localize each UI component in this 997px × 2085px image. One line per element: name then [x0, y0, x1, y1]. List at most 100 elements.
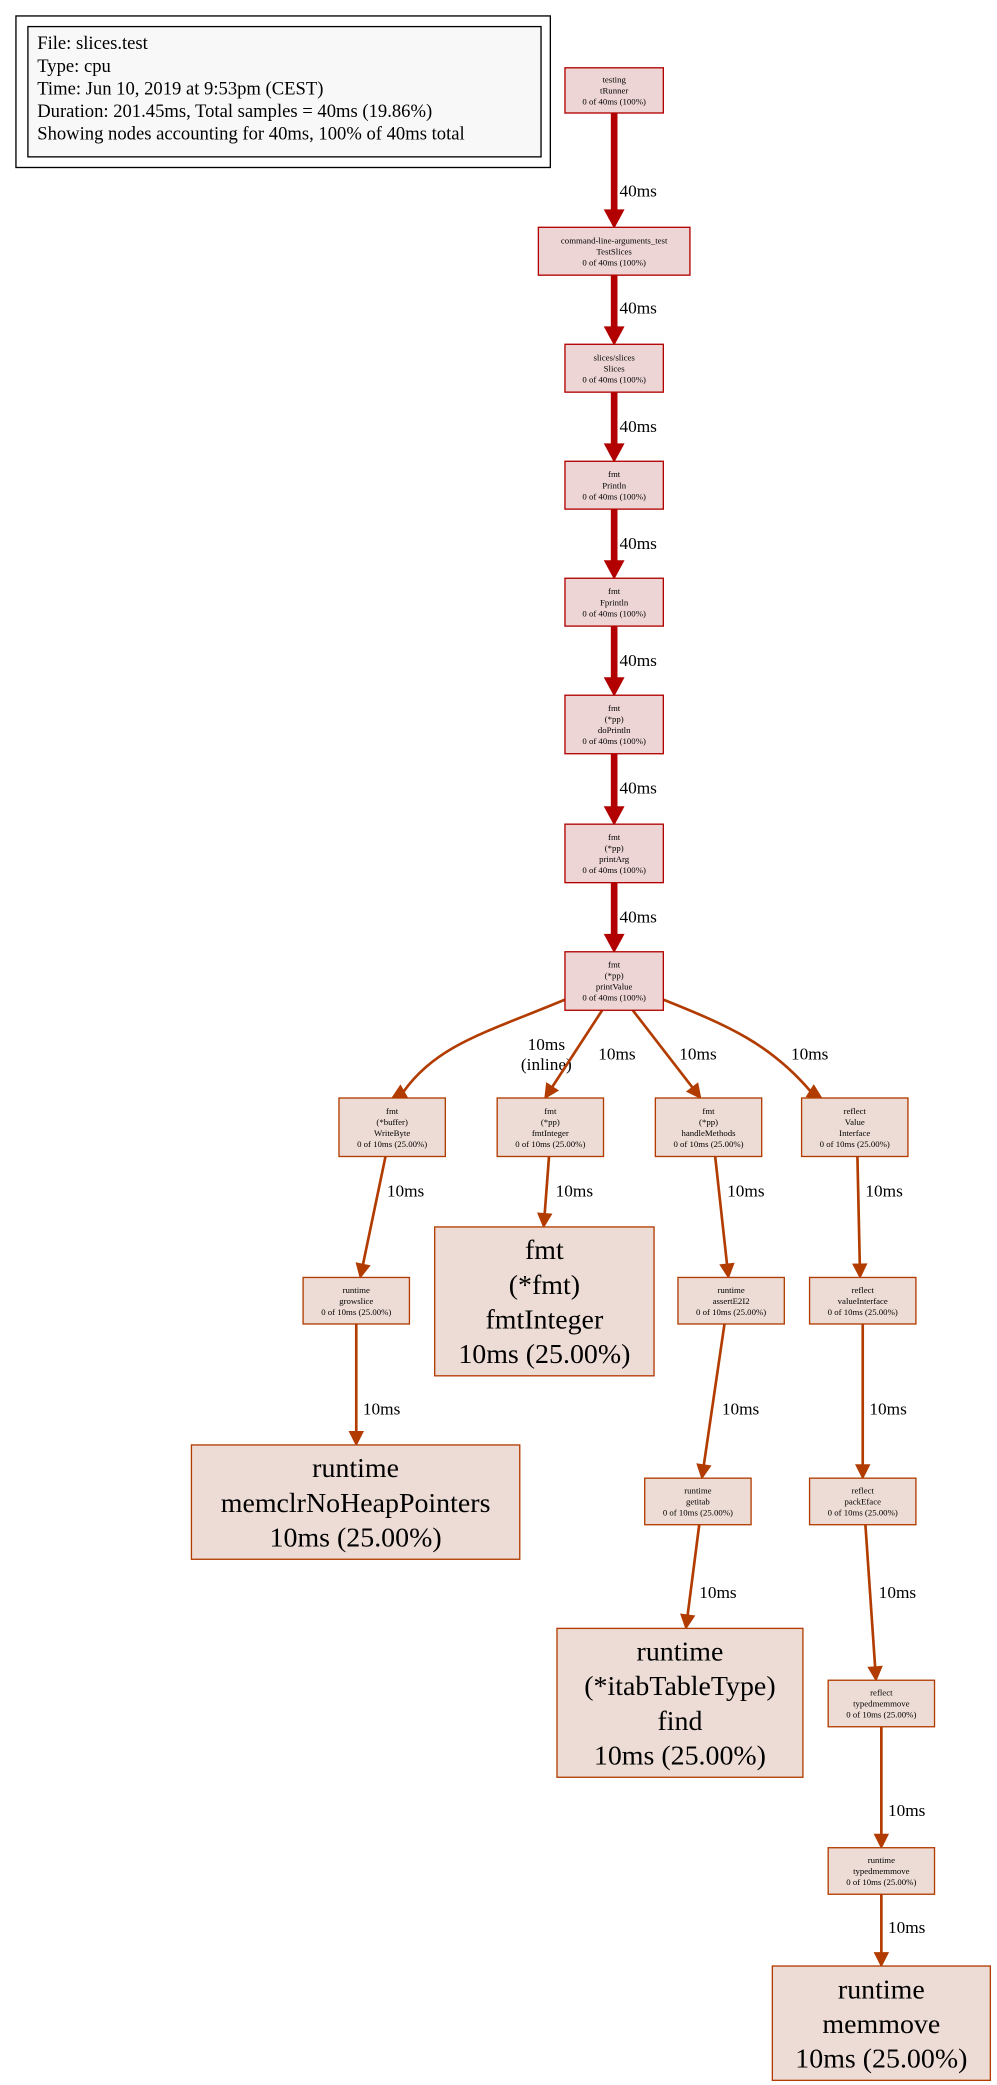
node-box	[556, 1627, 804, 1778]
node-box	[771, 1965, 992, 2082]
node-label: 0 of 10ms (25.00%)	[820, 1139, 890, 1149]
edge-label: (inline)	[521, 1055, 572, 1074]
edge-printArg-to-printValue: 40ms	[603, 882, 657, 954]
node-label: runtime	[637, 1637, 724, 1668]
node-label: 0 of 10ms (25.00%)	[846, 1710, 916, 1720]
node-label: 0 of 10ms (25.00%)	[828, 1307, 898, 1317]
node-label: 0 of 40ms (100%)	[582, 257, 646, 267]
legend-line: Time: Jun 10, 2019 at 9:53pm (CEST)	[37, 78, 323, 99]
edge-packEface-to-reflect_typedmemmove: 10ms	[864, 1524, 917, 1682]
node-label: (*itabTableType)	[584, 1671, 775, 1702]
arrowhead-icon	[867, 1665, 883, 1682]
node-label: 0 of 10ms (25.00%)	[673, 1139, 743, 1149]
edge-label: 10ms	[556, 1181, 594, 1200]
node-label: 0 of 10ms (25.00%)	[515, 1139, 585, 1149]
node-box	[496, 1097, 605, 1158]
node-label: (*pp)	[605, 971, 624, 981]
arrowhead-icon	[603, 806, 625, 826]
arrowhead-icon	[603, 443, 625, 463]
node-label: 10ms (25.00%)	[458, 1339, 630, 1370]
arrowhead-icon	[685, 1082, 702, 1100]
arrowhead-icon	[603, 209, 625, 229]
node-box	[564, 823, 665, 884]
node-box	[302, 1276, 411, 1325]
edge-label: 10ms	[699, 1583, 737, 1602]
node-box	[338, 1097, 446, 1158]
node-label: (*buffer)	[376, 1117, 408, 1127]
node-label: fmt	[608, 586, 621, 596]
node-box	[537, 226, 691, 276]
edge-TestSlices-to-Slices: 40ms	[603, 275, 657, 346]
node-label: Interface	[839, 1128, 870, 1138]
node-label: TestSlices	[596, 246, 632, 256]
edge-label: 10ms	[879, 1583, 917, 1602]
edge-valueInterface-to-packEface: 10ms	[855, 1323, 907, 1480]
node-box	[564, 694, 665, 755]
node-label: (*pp)	[605, 843, 624, 853]
node-label: typedmemmove	[853, 1866, 910, 1876]
node-label: 0 of 40ms (100%)	[582, 993, 646, 1003]
node-label: fmt	[525, 1235, 564, 1266]
edge-label: 40ms	[619, 417, 657, 436]
arrowhead-icon	[805, 1084, 823, 1099]
edge-label: 10ms	[791, 1044, 829, 1063]
legend-line: Duration: 201.45ms, Total samples = 40ms…	[37, 101, 432, 122]
arrowhead-icon	[603, 933, 625, 954]
node-label: Fprintln	[600, 597, 629, 607]
edge-label: 40ms	[619, 534, 657, 553]
edge-handleMethods-to-assertE2I2: 10ms	[713, 1156, 765, 1279]
arrowhead-icon	[603, 677, 625, 697]
edge-line	[702, 1323, 726, 1466]
node-label: find	[657, 1706, 702, 1737]
node-label: 0 of 10ms (25.00%)	[696, 1307, 766, 1317]
node-label: 0 of 40ms (100%)	[582, 865, 646, 875]
node-box	[434, 1226, 655, 1377]
arrowhead-icon	[603, 560, 625, 580]
node-label: 0 of 10ms (25.00%)	[357, 1139, 427, 1149]
edge-printValue-to-handleMethods: 10ms	[631, 1009, 717, 1100]
edge-ValueInterface-to-valueInterface: 10ms	[852, 1156, 903, 1279]
legend-line: File: slices.test	[37, 33, 148, 54]
edge-line	[543, 1156, 551, 1214]
node-box	[564, 460, 665, 510]
node-box	[827, 1679, 936, 1728]
node-label: runtime	[718, 1285, 745, 1295]
node-box	[808, 1477, 917, 1526]
node-label: typedmemmove	[853, 1699, 910, 1709]
node-label: growslice	[339, 1296, 373, 1306]
node-label: runtime	[343, 1285, 370, 1295]
edge-line	[686, 1524, 701, 1616]
arrowhead-icon	[537, 1212, 553, 1229]
edge-line	[713, 1156, 729, 1265]
node-box	[564, 951, 665, 1011]
legend-line: Type: cpu	[37, 56, 111, 77]
node-label: reflect	[852, 1285, 875, 1295]
edge-label: 40ms	[619, 908, 657, 927]
arrowhead-icon	[719, 1262, 735, 1279]
node-label: 0 of 40ms (100%)	[582, 736, 646, 746]
